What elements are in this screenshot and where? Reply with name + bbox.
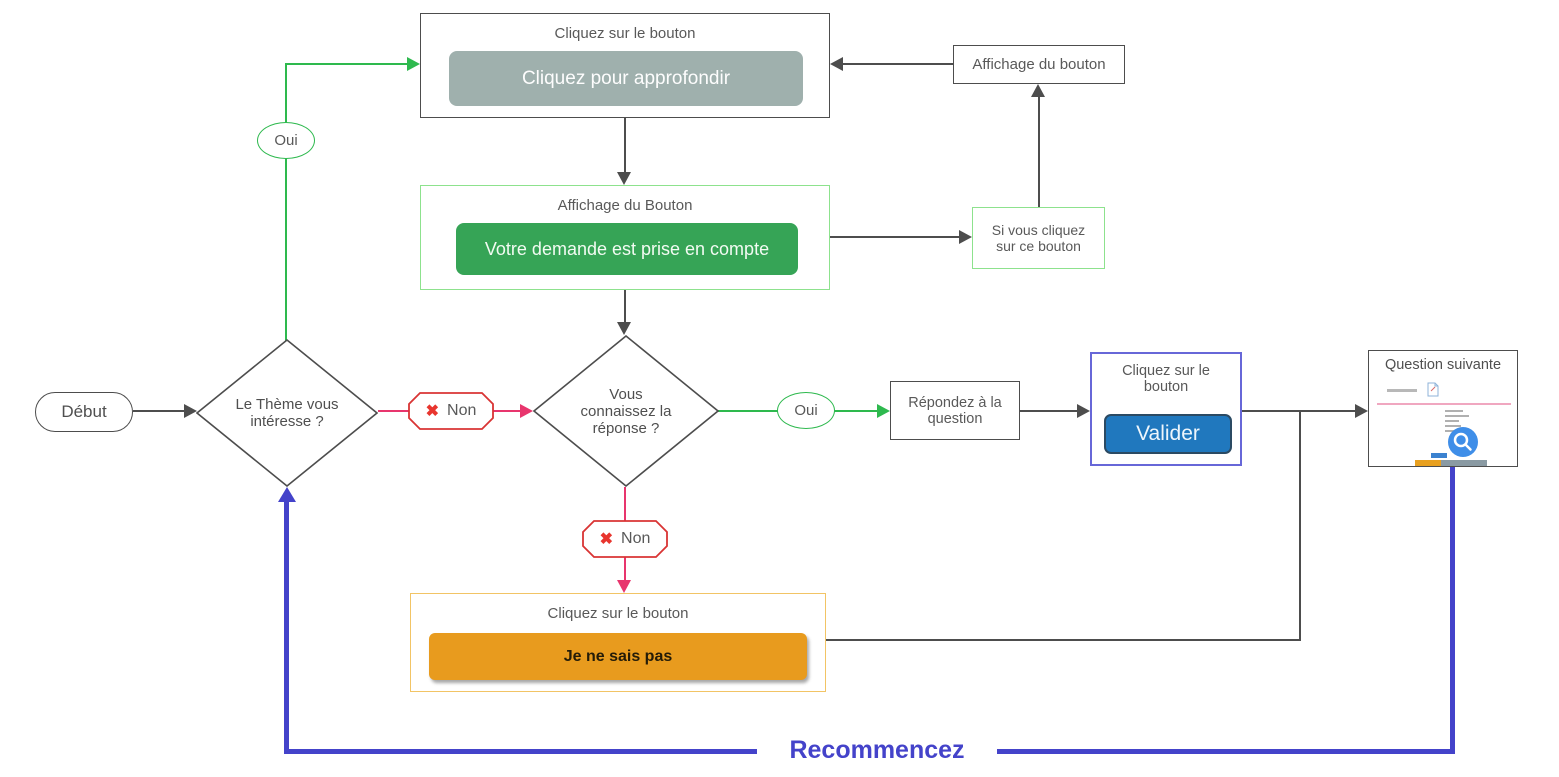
edge-oui-vertical [285,64,287,345]
edge-affichage-to-box1 [843,63,953,65]
edge-recommencez-right [1450,467,1455,754]
valider-box: Cliquez sur le bouton Valider [1090,352,1242,466]
document-icon [1427,382,1439,397]
thumb-blue-chip [1431,453,1447,458]
approfondir-box: Cliquez sur le bouton Cliquez pour appro… [420,13,830,118]
approfondir-header: Cliquez sur le bouton [554,25,696,42]
octagon-shape [408,392,494,430]
oui-theme-badge: Oui [257,122,315,159]
thumb-list-item [1445,415,1469,417]
octagon-shape [582,520,668,558]
question-suivante-title: Question suivante [1384,357,1502,373]
edge-recommencez-left [284,500,289,751]
recommencez-label: Recommencez [757,736,997,765]
arrowhead [830,57,843,71]
demande-box: Affichage du Bouton Votre demande est pr… [420,185,830,290]
oui-reponse-badge: Oui [777,392,835,429]
diamond-shape [195,338,379,488]
valider-header: Cliquez sur le bouton [1122,363,1210,395]
arrowhead [617,172,631,185]
valider-button: Valider [1104,414,1232,454]
thumb-orange-bar [1415,460,1441,466]
thumb-divider [1377,403,1511,405]
decision-theme: Le Thème vous intéresse ? [195,338,379,488]
je-ne-sais-pas-header: Cliquez sur le bouton [547,605,689,622]
start-node: Début [35,392,133,432]
edge-oui-horizontal [285,63,408,65]
question-thumbnail [1369,377,1519,467]
non-theme-badge: ✖ Non [408,392,494,430]
si-vous-cliquez-label: Si vous cliquez sur ce bouton [991,222,1086,254]
demande-header: Affichage du Bouton [557,197,693,214]
affichage-bouton-label: Affichage du bouton [972,56,1106,73]
thumb-list-item [1445,410,1463,412]
x-icon: ✖ [599,531,614,548]
decision-reponse: Vous connaissez la réponse ? [532,334,720,488]
arrowhead [520,404,533,418]
edge-start-to-theme [133,410,186,412]
start-label: Début [61,402,107,421]
edge-green-to-decision2 [624,290,626,323]
arrowhead-blue [278,487,296,502]
repondez-box: Répondez à la question [890,381,1020,440]
repondez-label: Répondez à la question [908,394,1002,427]
decision-theme-label: Le Thème vous intéresse ? [235,396,339,430]
non-reponse-badge: ✖ Non [582,520,668,558]
arrowhead [959,230,972,244]
arrowhead [617,322,631,335]
edge-sivous-to-affichage [1038,97,1040,207]
diamond-shape [532,334,720,488]
non-reponse-label: Non [621,530,651,547]
arrowhead [1355,404,1368,418]
demande-button: Votre demande est prise en compte [456,223,798,275]
arrowhead [617,580,631,593]
edge-box1-to-green [624,118,626,173]
je-ne-sais-pas-box: Cliquez sur le bouton Je ne sais pas [410,593,826,692]
oui-theme-label: Oui [274,132,298,149]
arrowhead [184,404,197,418]
decision-reponse-label: Vous connaissez la réponse ? [580,385,672,437]
thumb-text-line [1387,389,1417,392]
search-icon [1448,427,1478,457]
je-ne-sais-pas-button: Je ne sais pas [429,633,807,680]
question-suivante-box: Question suivante [1368,350,1518,467]
approfondir-button: Cliquez pour approfondir [449,51,803,106]
arrowhead [877,404,890,418]
edge-repondez-to-valider [1020,410,1079,412]
thumb-list-item [1445,425,1461,427]
arrowhead [1031,84,1045,97]
affichage-bouton-box: Affichage du bouton [953,45,1125,84]
x-icon: ✖ [425,403,440,420]
si-vous-cliquez-box: Si vous cliquez sur ce bouton [972,207,1105,269]
thumb-gray-bar [1441,460,1487,466]
arrowhead [407,57,420,71]
non-theme-label: Non [447,402,477,419]
edge-green-to-sivous [830,236,961,238]
edge-jenesaispas-vertical [1299,411,1301,640]
oui-reponse-label: Oui [794,402,818,419]
arrowhead [1077,404,1090,418]
edge-jenesaispas-horizontal [825,639,1301,641]
thumb-list-item [1445,420,1459,422]
